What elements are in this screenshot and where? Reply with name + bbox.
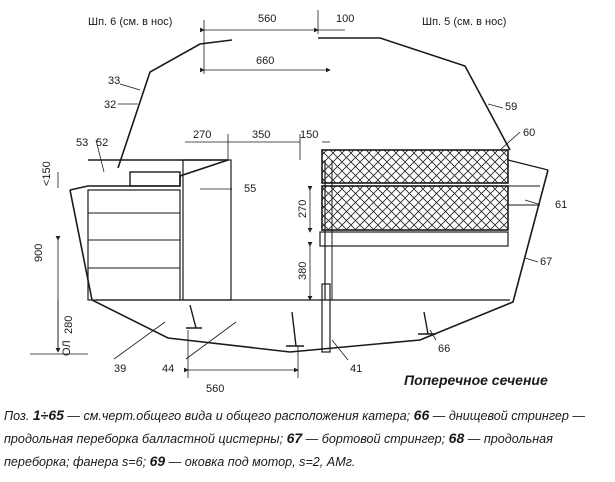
right-roof: [318, 37, 511, 151]
dim-900: 900: [33, 244, 45, 262]
callout-53: 53: [76, 137, 88, 149]
callout-52: 52: [96, 137, 108, 149]
dim-350: 350: [252, 129, 270, 141]
legend-text-1: — см.черт.общего вида и общего расположе…: [67, 409, 411, 423]
legend-text-66: — днищевой стрингер — продольная перебор…: [4, 409, 586, 446]
callout-41: 41: [350, 363, 362, 375]
callout-55: 55: [244, 183, 256, 195]
seat-cushion-lower: [321, 185, 509, 231]
frame-label-right: Шп. 5 (см. в нос): [422, 16, 506, 28]
callout-61: 61: [555, 199, 567, 211]
callout-67: 67: [540, 256, 552, 268]
baseline-label: ОЛ: [61, 340, 73, 356]
dim-150-vertical: <150: [41, 161, 53, 186]
callout-60: 60: [523, 127, 535, 139]
right-seat-frame: [319, 231, 509, 247]
callout-32: 32: [104, 99, 116, 111]
legend-num-1: 1÷65: [32, 407, 64, 423]
legend-num-67: 67: [286, 430, 303, 446]
dim-660: 660: [256, 55, 274, 67]
legend-num-69: 69: [149, 453, 166, 469]
dim-100: 100: [336, 13, 354, 25]
frame-label-left: Шп. 6 (см. в нос): [88, 16, 172, 28]
legend-num-66: 66: [413, 407, 430, 423]
legend-text-67: — бортовой стрингер;: [305, 432, 446, 446]
callout-44: 44: [162, 363, 174, 375]
dim-280: 280: [63, 316, 75, 334]
left-roof: [117, 39, 233, 169]
dim-270-vertical: 270: [297, 200, 309, 218]
keel-post: [321, 283, 331, 353]
legend-text-69: — оковка под мотор, s=2, АМг.: [168, 455, 356, 469]
dim-560-top: 560: [258, 13, 276, 25]
dim-380: 380: [297, 262, 309, 280]
left-locker: [87, 189, 181, 301]
legend-prefix: Поз.: [4, 409, 30, 423]
callout-66: 66: [438, 343, 450, 355]
dim-150-horizontal: 150: [300, 129, 318, 141]
engine-box: [182, 159, 232, 301]
legend-num-68: 68: [448, 430, 465, 446]
cross-section-drawing: Шп. 6 (см. в нос) Шп. 5 (см. в нос) 560 …: [30, 10, 567, 395]
callout-39: 39: [114, 363, 126, 375]
callout-59: 59: [505, 101, 517, 113]
callout-33: 33: [108, 75, 120, 87]
drawing-title: Поперечное сечение: [404, 372, 548, 388]
legend-caption: Поз. 1÷65 — см.черт.общего вида и общего…: [4, 404, 612, 473]
legend-text-68: — продольная переборка; фанера s=6;: [4, 432, 553, 469]
dim-560-bottom: 560: [206, 383, 224, 395]
dim-270-horizontal: 270: [193, 129, 211, 141]
seat-cushion-upper: [321, 149, 509, 184]
